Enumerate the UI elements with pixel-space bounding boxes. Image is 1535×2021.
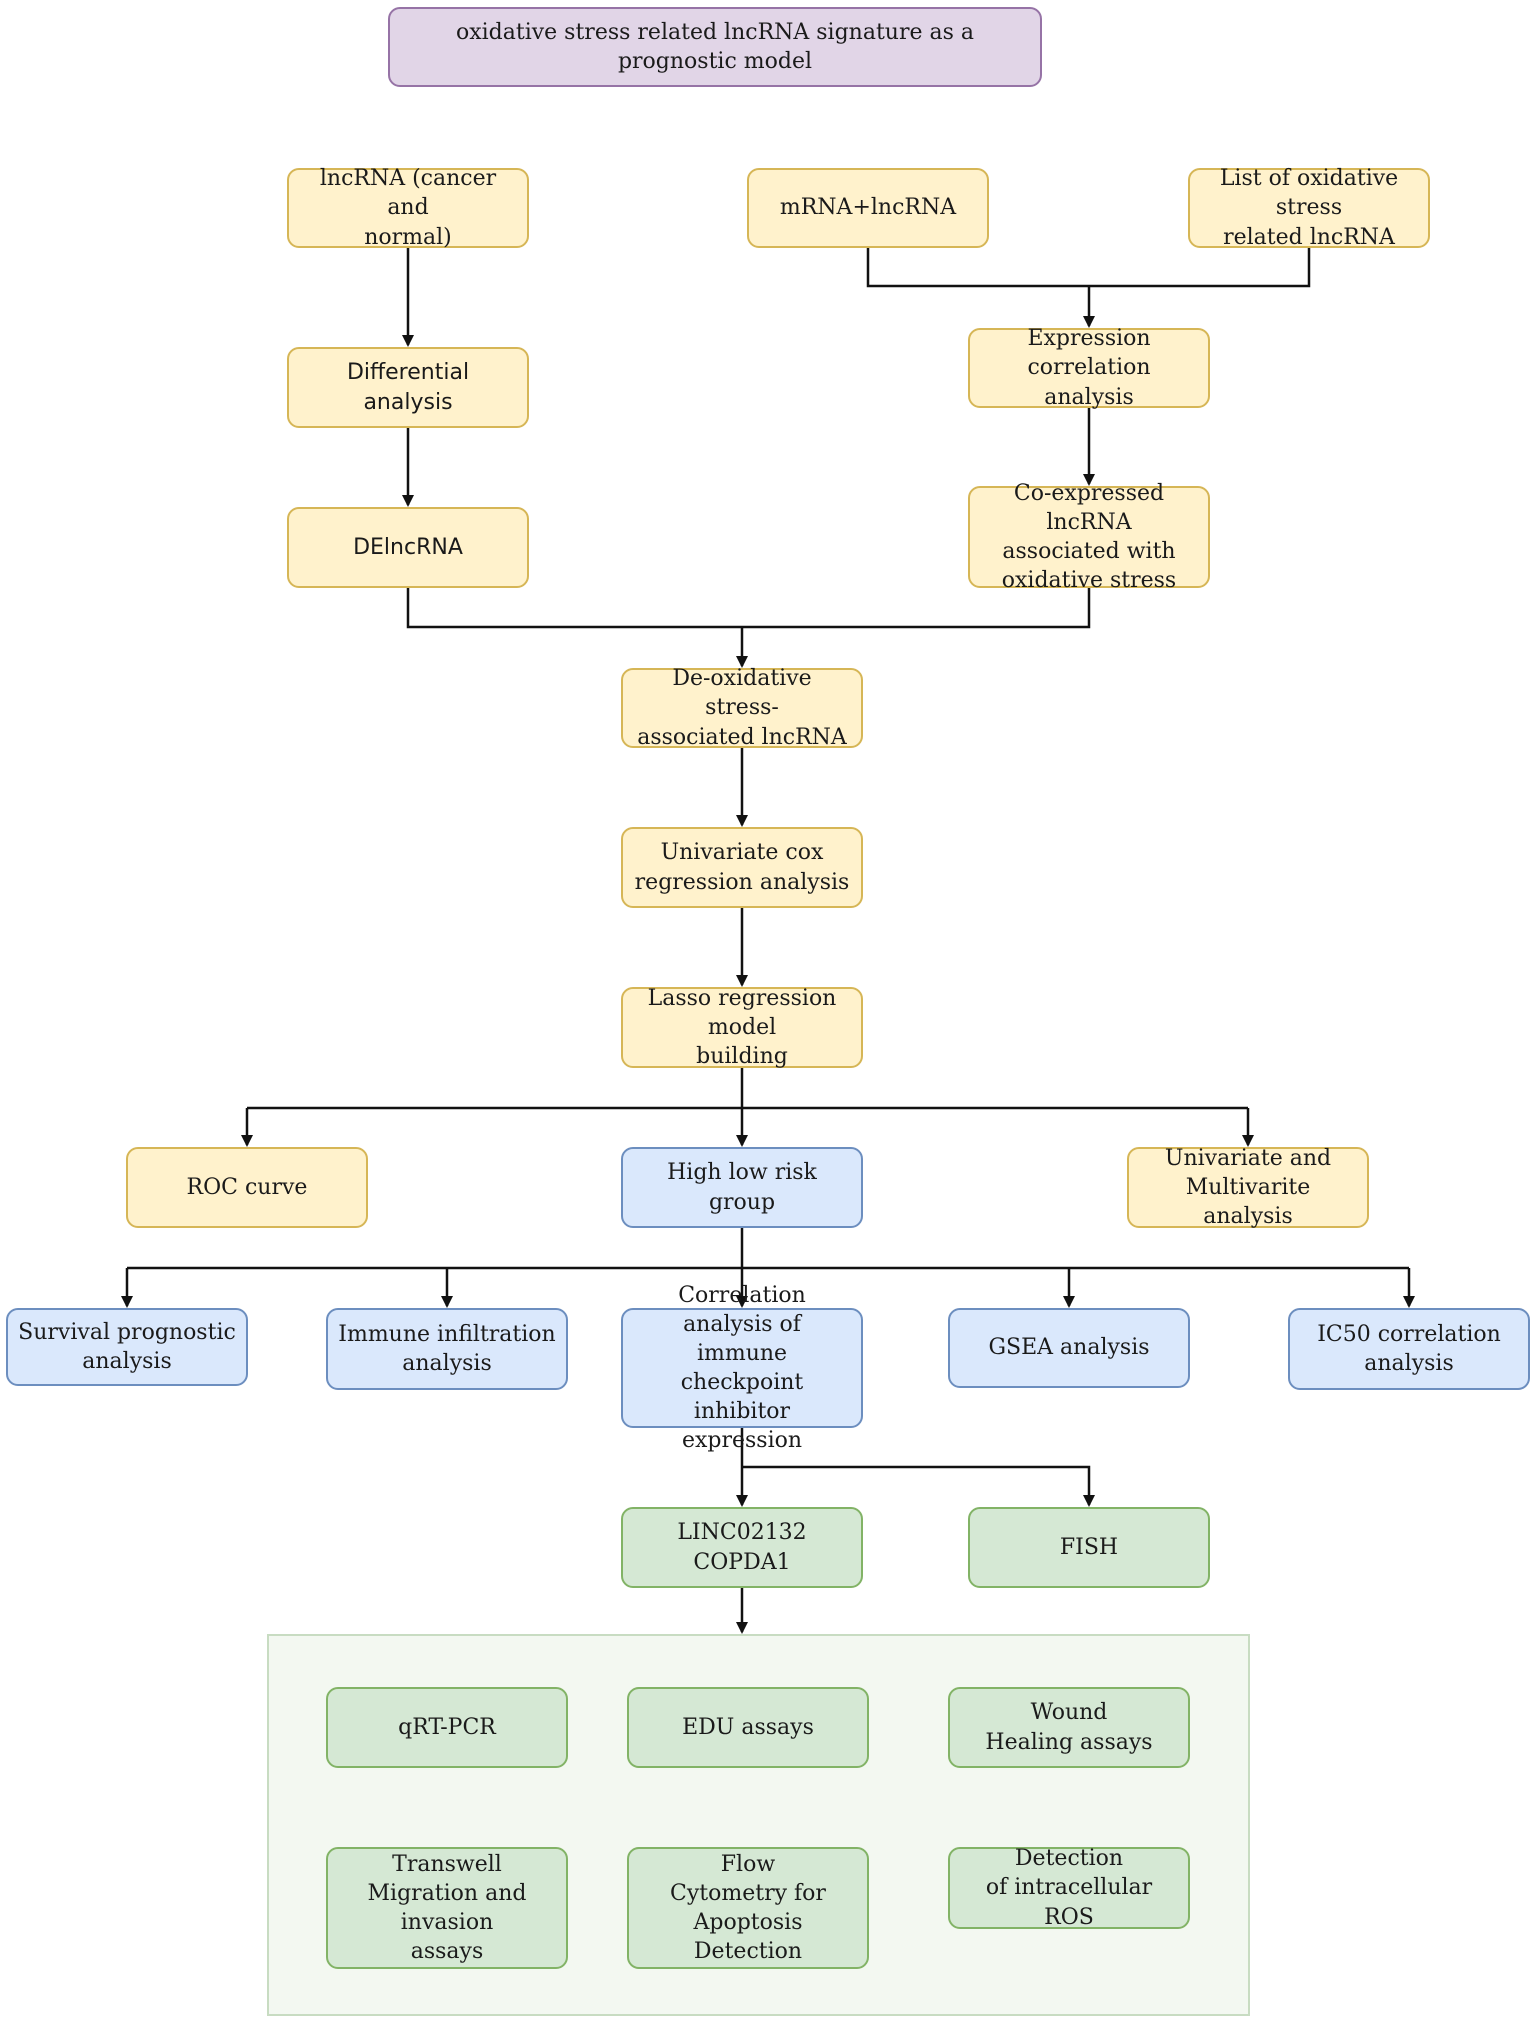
node-mrna-lncrna: mRNA+lncRNA [747,168,989,248]
node-intracellular-ros: Detection of intracellular ROS [948,1846,1190,1930]
node-ic50-correlation: IC50 correlation analysis [1288,1308,1530,1390]
node-lncrna-input: lncRNA (cancer and normal) [287,166,529,250]
node-transwell: Transwell Migration and invasion assays [326,1847,568,1969]
node-coexpressed-lncrna: Co-expressed lncRNA associated with oxid… [968,481,1210,593]
node-de-oxidative-lncrna: De-oxidative stress- associated lncRNA [621,666,863,750]
node-univariate-multivariate: Univariate and Multivarite analysis [1127,1146,1369,1229]
node-immune-infiltration: Immune infiltration analysis [326,1308,568,1390]
node-gsea-analysis: GSEA analysis [948,1308,1190,1388]
node-high-low-risk: High low risk group [621,1147,863,1228]
node-fish: FISH [968,1507,1210,1588]
edge-delnc-coexp-merge [406,588,1091,629]
title-box: oxidative stress related lncRNA signatur… [388,7,1042,87]
node-checkpoint-correlation: Correlation analysis of immune checkpoin… [621,1283,863,1453]
node-linc02132-copda1: LINC02132 COPDA1 [621,1507,863,1588]
node-differential-analysis: Differential analysis [287,347,529,428]
node-edu-assays: EDU assays [627,1687,869,1768]
node-survival-prognostic: Survival prognostic analysis [6,1308,248,1386]
edge-checkpoint-to-fish [742,1465,1095,1507]
node-lasso-model: Lasso regression model building [621,986,863,1069]
edge-mrna-os-merge [866,248,1311,288]
node-wound-healing: Wound Healing assays [948,1687,1190,1768]
node-roc-curve: ROC curve [126,1147,368,1228]
node-qrt-pcr: qRT-PCR [326,1687,568,1768]
node-expression-correlation: Expression correlation analysis [968,326,1210,410]
node-delncrna: DElncRNA [287,507,529,588]
node-flow-cytometry: Flow Cytometry for Apoptosis Detection [627,1847,869,1969]
node-os-lncrna-list: List of oxidative stress related lncRNA [1188,166,1430,250]
node-univariate-cox: Univariate cox regression analysis [621,827,863,908]
